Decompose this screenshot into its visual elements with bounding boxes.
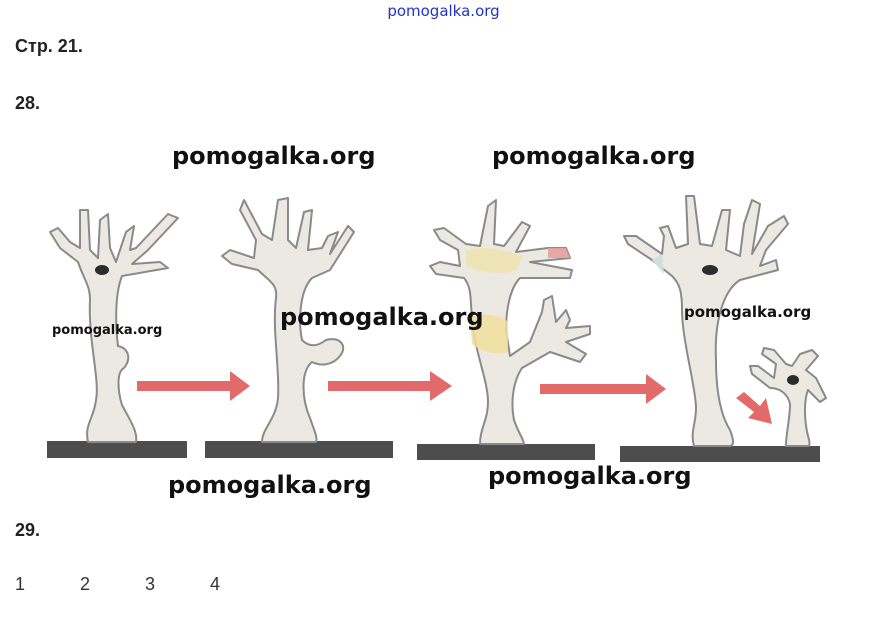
question-28-number: 28. [15,93,41,113]
site-header-link[interactable]: pomogalka.org [387,2,500,20]
arrow-3 [540,374,666,404]
answer-option-2: 2 [80,574,91,594]
ground-bar-1 [47,441,187,458]
watermark-text: pomogalka.org [168,471,372,499]
hydra-stage-4-young [749,347,827,447]
question-29-number: 29. [15,520,41,540]
hydra-stage-2 [221,197,355,443]
answer-option-4: 4 [210,574,221,594]
watermark-text: pomogalka.org [172,142,376,170]
ground-bar-3 [417,444,595,460]
answer-option-1: 1 [15,574,26,594]
arrow-1 [137,371,250,401]
answer-option-3: 3 [145,574,156,594]
arrow-4 [736,392,772,424]
watermark-text: pomogalka.org [492,142,696,170]
hydra-stage-3 [429,199,591,445]
watermark-text: pomogalka.org [280,303,484,331]
hydra-stage-4-parent [623,195,789,447]
ground-bar-4 [620,446,820,462]
watermark-text: pomogalka.org [684,303,812,321]
arrow-2 [328,371,452,401]
page-label: Стр. 21. [15,36,83,56]
hydra-stage-1 [49,209,179,443]
watermark-text: pomogalka.org [52,323,163,338]
watermark-text: pomogalka.org [488,462,692,490]
ground-bar-2 [205,441,393,458]
